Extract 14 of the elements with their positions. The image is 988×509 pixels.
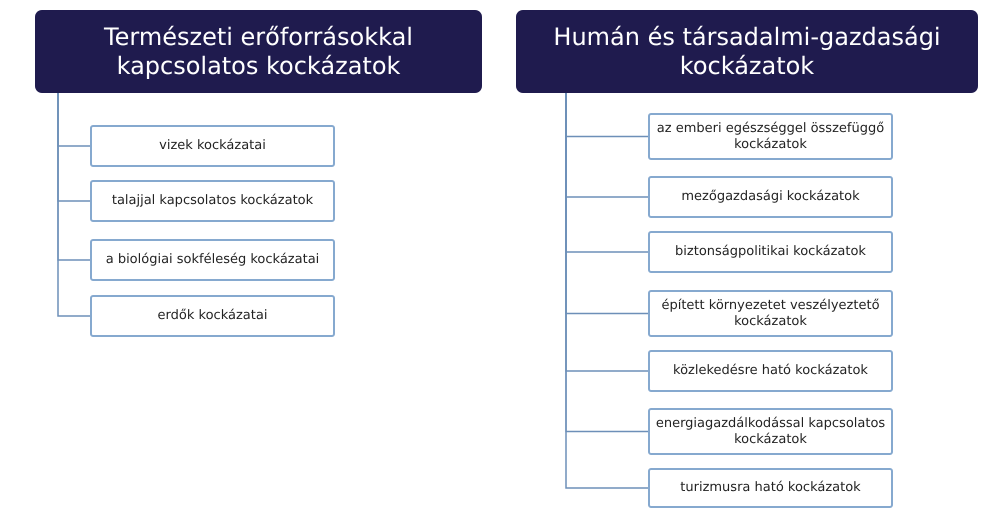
category-box: biztonságpolitikai kockázatok — [648, 231, 893, 273]
category-box: erdők kockázatai — [90, 295, 335, 337]
category-box: turizmusra ható kockázatok — [648, 468, 893, 508]
category-box: az emberi egészséggel összefüggő kockázatok — [648, 113, 893, 160]
category-box: mezőgazdasági kockázatok — [648, 176, 893, 218]
category-box: a biológiai sokféleség kockázatai — [90, 239, 335, 281]
connector-line — [57, 93, 90, 317]
header-box: Természeti erőforrásokkal kapcsolatos kockázatok — [35, 10, 482, 93]
category-box: energiagazdálkodással kapcsolatos kockázatok — [648, 408, 893, 455]
header-box: Humán és társadalmi-gazdasági kockázatok — [516, 10, 978, 93]
category-box: vizek kockázatai — [90, 125, 335, 167]
category-box: közlekedésre ható kockázatok — [648, 350, 893, 392]
category-box: talajjal kapcsolatos kockázatok — [90, 180, 335, 222]
category-box: épített környezetet veszélyeztető kockázatok — [648, 290, 893, 337]
